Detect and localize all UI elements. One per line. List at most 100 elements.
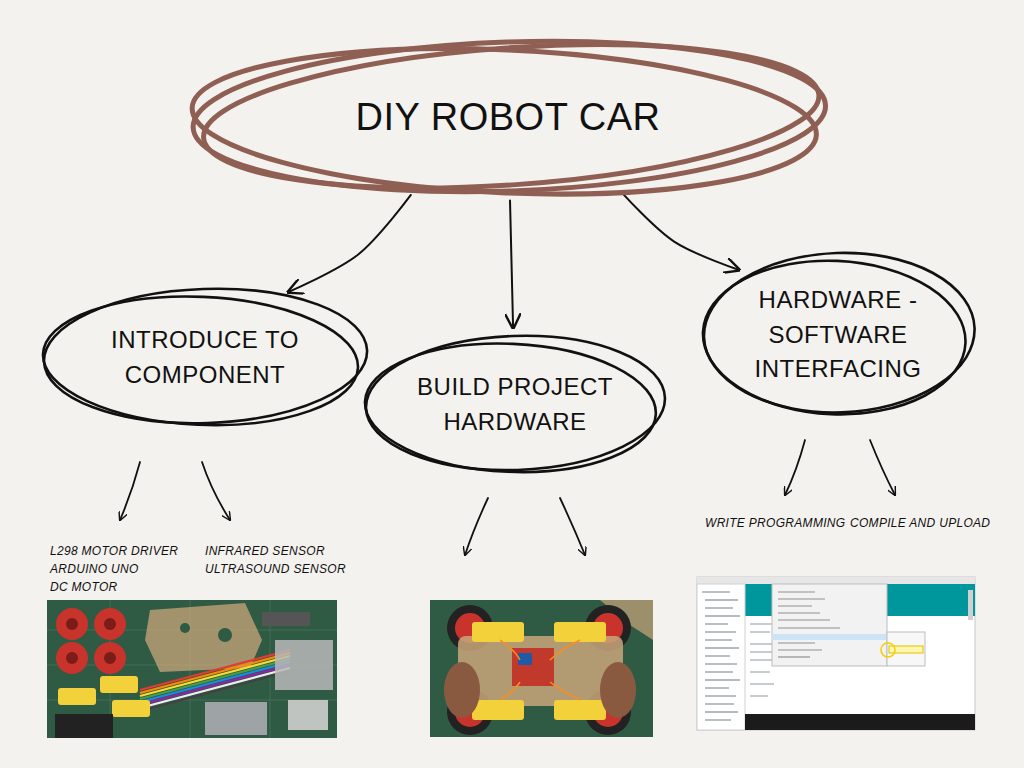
ide-screenshot-part-part — [705, 663, 737, 664]
scribble-stroke — [198, 26, 823, 206]
components-photo-part-part — [94, 608, 126, 640]
components-photo-part-part — [66, 652, 78, 664]
ide-screenshot-part-part — [778, 642, 815, 643]
ide-screenshot-part-part — [778, 656, 810, 657]
components-photo-part-part — [94, 642, 126, 674]
components-photo-part — [47, 600, 337, 738]
ide-screenshot-part — [745, 714, 975, 730]
ide-screenshot-part-part — [705, 647, 739, 648]
ide-screenshot-part-part — [705, 711, 738, 712]
ide-screenshot-part-part — [705, 719, 731, 720]
ide-screenshot-part-part — [778, 619, 830, 620]
chassis-photo-part — [444, 662, 480, 718]
branch-topic: HARDWARE -SOFTWARE INTERFACING — [695, 247, 982, 422]
components-photo-part — [47, 600, 337, 738]
ide-screenshot-part-part — [705, 655, 730, 656]
branch-arrow-part — [870, 440, 895, 495]
chassis-photo-part — [472, 700, 524, 720]
text-block: BUILD PROJECT HARDWARE — [412, 370, 617, 440]
ide-screenshot-part — [702, 592, 740, 720]
ide-screenshot-part-part — [750, 651, 772, 652]
ide-screenshot-part-part — [778, 598, 825, 599]
ide-screenshot-part-part — [705, 671, 733, 672]
item-label: DC MOTOR — [50, 580, 118, 594]
chassis-photo-part — [512, 648, 554, 686]
item-label: COMPILE AND UPLOAD — [850, 516, 990, 530]
ide-screenshot-part-part — [750, 683, 774, 684]
components-photo-part — [100, 676, 138, 693]
ide-screenshot-part-part — [778, 649, 822, 650]
components-photo-part — [112, 700, 150, 717]
scribble-ellipse — [35, 283, 374, 433]
branch-topic: INTRODUCE TO COMPONENT — [35, 283, 374, 433]
ide-screenshot-part-part — [705, 703, 734, 704]
components-photo-part-part — [104, 618, 116, 630]
root-topic: DIY ROBOT CAR — [184, 36, 833, 201]
ide-screenshot-part — [968, 590, 973, 620]
scribble-stroke — [41, 290, 362, 432]
scribble-stroke — [701, 249, 977, 418]
ide-screenshot-part-part — [750, 631, 770, 632]
ide-screenshot-part-part — [778, 627, 840, 628]
ide-screenshot-part — [772, 584, 887, 666]
ide-screenshot-part-part — [750, 623, 775, 624]
ide-screenshot-part — [697, 577, 975, 584]
branch-arrow-part — [785, 440, 805, 495]
components-photo-part-part — [104, 652, 116, 664]
ide-screenshot-part-part — [778, 591, 815, 592]
text-block: HARDWARE -SOFTWARE INTERFACING — [745, 283, 930, 387]
scribble-stroke — [363, 338, 659, 479]
ide-screenshot-part-part — [750, 695, 768, 696]
branch-arrow-part — [560, 498, 585, 555]
ide-screenshot-part — [772, 634, 887, 640]
components-photo-part-part — [56, 608, 88, 640]
ide-screenshot-part-part — [705, 687, 729, 688]
components-photo-part — [58, 688, 96, 705]
ide-screenshot-part-part — [705, 599, 738, 600]
flow-arrow — [288, 195, 411, 292]
components-photo-part — [55, 714, 113, 738]
components-photo-part — [218, 628, 232, 642]
ide-screenshot-part-part — [702, 591, 730, 592]
chassis-photo-part — [554, 622, 606, 642]
flow-arrow — [622, 193, 739, 270]
item-label: L298 MOTOR DRIVER — [50, 544, 178, 558]
branch-arrow-part — [120, 462, 140, 520]
scribble-stroke — [699, 255, 968, 420]
ide-screenshot-part-part — [705, 639, 732, 640]
ide-screenshot-part-part — [705, 679, 740, 680]
ide-screenshot-part-part — [705, 607, 733, 608]
topic-text: BUILD PROJECT HARDWARE — [412, 370, 617, 440]
components-photo-part-part — [140, 659, 290, 699]
chassis-photo-part-part — [550, 682, 580, 700]
ide-screenshot-part-part — [778, 605, 812, 606]
chassis-photo-part — [554, 700, 606, 720]
chassis-photo-part — [472, 622, 524, 642]
components-photo-part — [56, 608, 126, 674]
branch-arrow-part — [465, 498, 488, 555]
ide-screenshot-part — [778, 592, 840, 657]
components-photo-part — [180, 623, 190, 633]
components-photo-part-part — [140, 665, 290, 705]
components-photo-part — [140, 650, 290, 711]
chassis-photo-part-part — [550, 640, 580, 660]
chassis-photo-part — [430, 600, 653, 737]
components-photo-part — [275, 640, 333, 690]
item-label: INFRARED SENSOR — [205, 544, 325, 558]
chassis-photo — [430, 600, 653, 737]
ide-screenshot-part-part — [705, 631, 736, 632]
chassis-photo-part — [500, 640, 580, 700]
components-photo-part-part — [56, 642, 88, 674]
chassis-photo-part-part — [500, 682, 520, 700]
components-photo-part-part — [140, 662, 290, 702]
ide-screenshot-part-part — [705, 615, 740, 616]
ide-screenshot-part — [697, 577, 975, 730]
ide-screenshot — [697, 577, 975, 730]
components-photo-part — [205, 702, 267, 735]
item-label: WRITE PROGRAMMING — [705, 516, 845, 530]
ide-screenshot-part-part — [750, 671, 770, 672]
topic-text: HARDWARE -SOFTWARE INTERFACING — [745, 283, 930, 387]
ide-screenshot-part-part — [705, 623, 728, 624]
